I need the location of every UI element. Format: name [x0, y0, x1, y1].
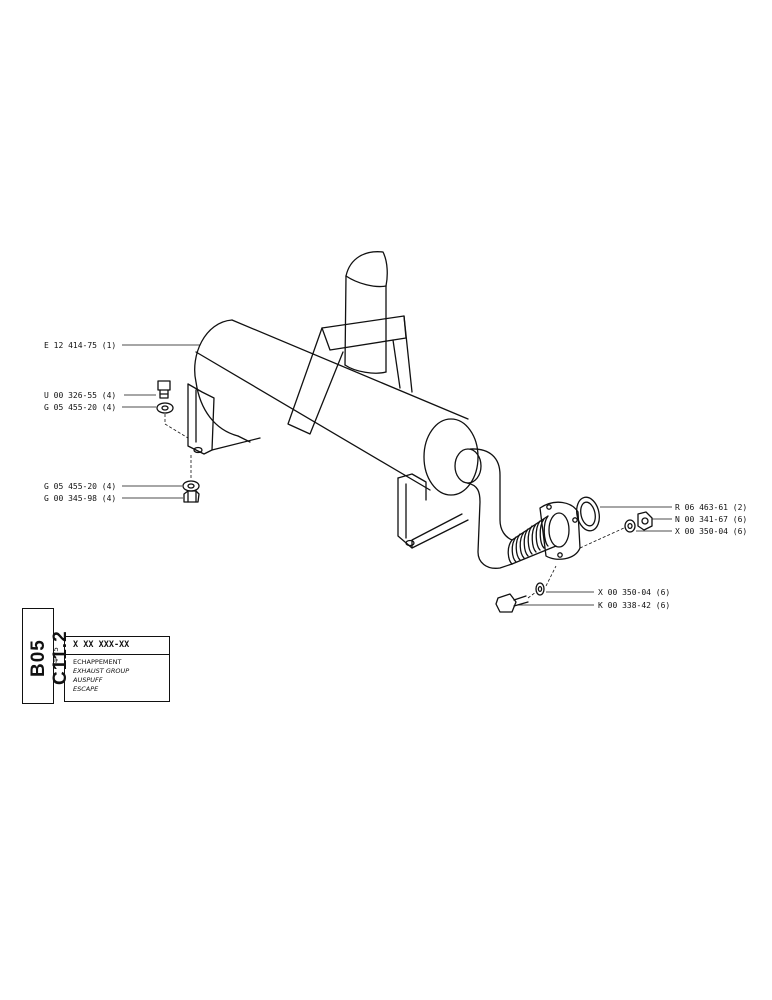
exhaust-stack — [344, 251, 388, 374]
part-reference: X XX XXX-XX — [65, 637, 169, 655]
callout-bolt-top: U 00 326-55 (4) — [44, 391, 116, 400]
title-block-code-box: B05 C11.2 — [22, 608, 71, 704]
callout-washer-top: G 05 455-20 (4) — [44, 403, 116, 412]
drawing-code: B05 C11.2 — [28, 630, 71, 686]
leader-lines — [122, 344, 672, 606]
gasket — [576, 496, 600, 532]
title-block: X XX XXX-XX ECHAPPEMENT EXHAUST GROUP AU… — [64, 636, 170, 702]
callout-muffler: E 12 414-75 (1) — [44, 341, 116, 350]
callout-flange-bolt: K 00 338-42 (6) — [598, 601, 670, 610]
outlet-pipe — [454, 448, 513, 569]
right-hardware — [495, 511, 653, 613]
callout-bolt-washer: X 00 350-04 (6) — [598, 588, 670, 597]
title-en: EXHAUST GROUP — [73, 667, 130, 675]
title-de: AUSPUFF — [73, 676, 103, 684]
drawing-date: 4-75 — [52, 647, 60, 663]
title-fr: ECHAPPEMENT — [73, 658, 122, 666]
right-bracket — [397, 473, 469, 549]
callout-flange-washer: X 00 350-04 (6) — [675, 527, 747, 536]
muffler-drum — [194, 319, 479, 496]
left-hardware — [156, 380, 200, 503]
callout-washer-bottom: G 05 455-20 (4) — [44, 482, 116, 491]
callout-nut-bottom: G 00 345-98 (4) — [44, 494, 116, 503]
left-bracket — [187, 383, 261, 455]
title-es: ESCAPE — [73, 685, 99, 693]
callout-flange-nut: N 00 341-67 (6) — [675, 515, 747, 524]
stack-brace — [287, 315, 413, 435]
callout-gasket: R 06 463-61 (2) — [675, 503, 747, 512]
callouts: E 12 414-75 (1) U 00 326-55 (4) G 05 455… — [44, 341, 747, 610]
